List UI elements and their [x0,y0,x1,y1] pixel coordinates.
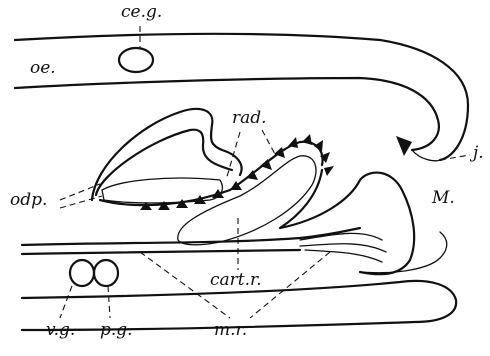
oesophagus-tube [15,34,468,161]
label-mouth: M. [432,190,455,207]
odontophore-pad [102,178,222,203]
label-cerebral-ganglion: ce.g. [121,4,162,21]
label-radula: rad. [232,110,267,127]
buccal-mass [92,109,414,274]
label-oesophagus: oe. [30,60,56,77]
label-retractor-muscles: m.r. [214,322,247,339]
label-odontophore: odp. [10,192,47,209]
label-pedal-ganglion: p.g. [100,322,133,339]
radula-teeth [140,134,334,210]
label-visceral-ganglion: v.g. [46,322,75,339]
label-jaw: j. [473,145,484,162]
pedal-ganglion [94,260,118,286]
cerebral-ganglion [119,48,153,72]
jaw-mark [396,136,412,156]
leader-lines [60,26,470,318]
label-radular-cartilage: cart.r. [210,272,262,289]
visceral-ganglion [70,260,94,286]
